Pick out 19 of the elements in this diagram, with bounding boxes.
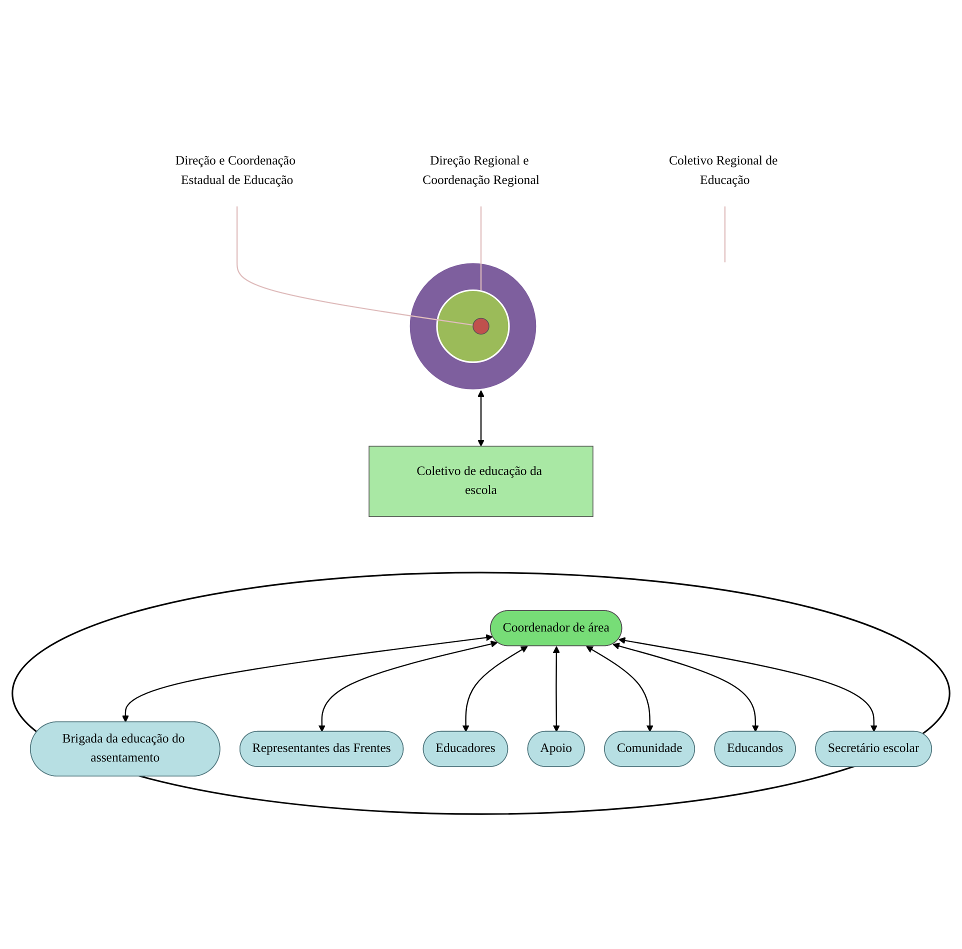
arrow — [318, 640, 498, 732]
node-circle — [472, 317, 490, 334]
node-text: Direção e Coordenação Estadual de Educação — [175, 154, 296, 187]
arrow — [586, 646, 654, 732]
arrow — [122, 634, 493, 722]
arrow — [477, 390, 485, 446]
node-text: Coletivo Regional de Educação — [668, 154, 778, 187]
connector — [236, 206, 474, 326]
cluster — [408, 260, 538, 391]
node-text: Direção Regional e Coordenação Regional — [422, 154, 540, 187]
cluster — [436, 288, 510, 363]
arrow — [462, 646, 528, 732]
node-box: Coletivo de educação da escola — [368, 445, 594, 516]
connector — [724, 206, 726, 262]
arrow — [612, 642, 759, 732]
arrow — [618, 636, 878, 732]
arrow — [552, 646, 560, 732]
cluster — [12, 571, 950, 814]
connector — [480, 206, 482, 290]
